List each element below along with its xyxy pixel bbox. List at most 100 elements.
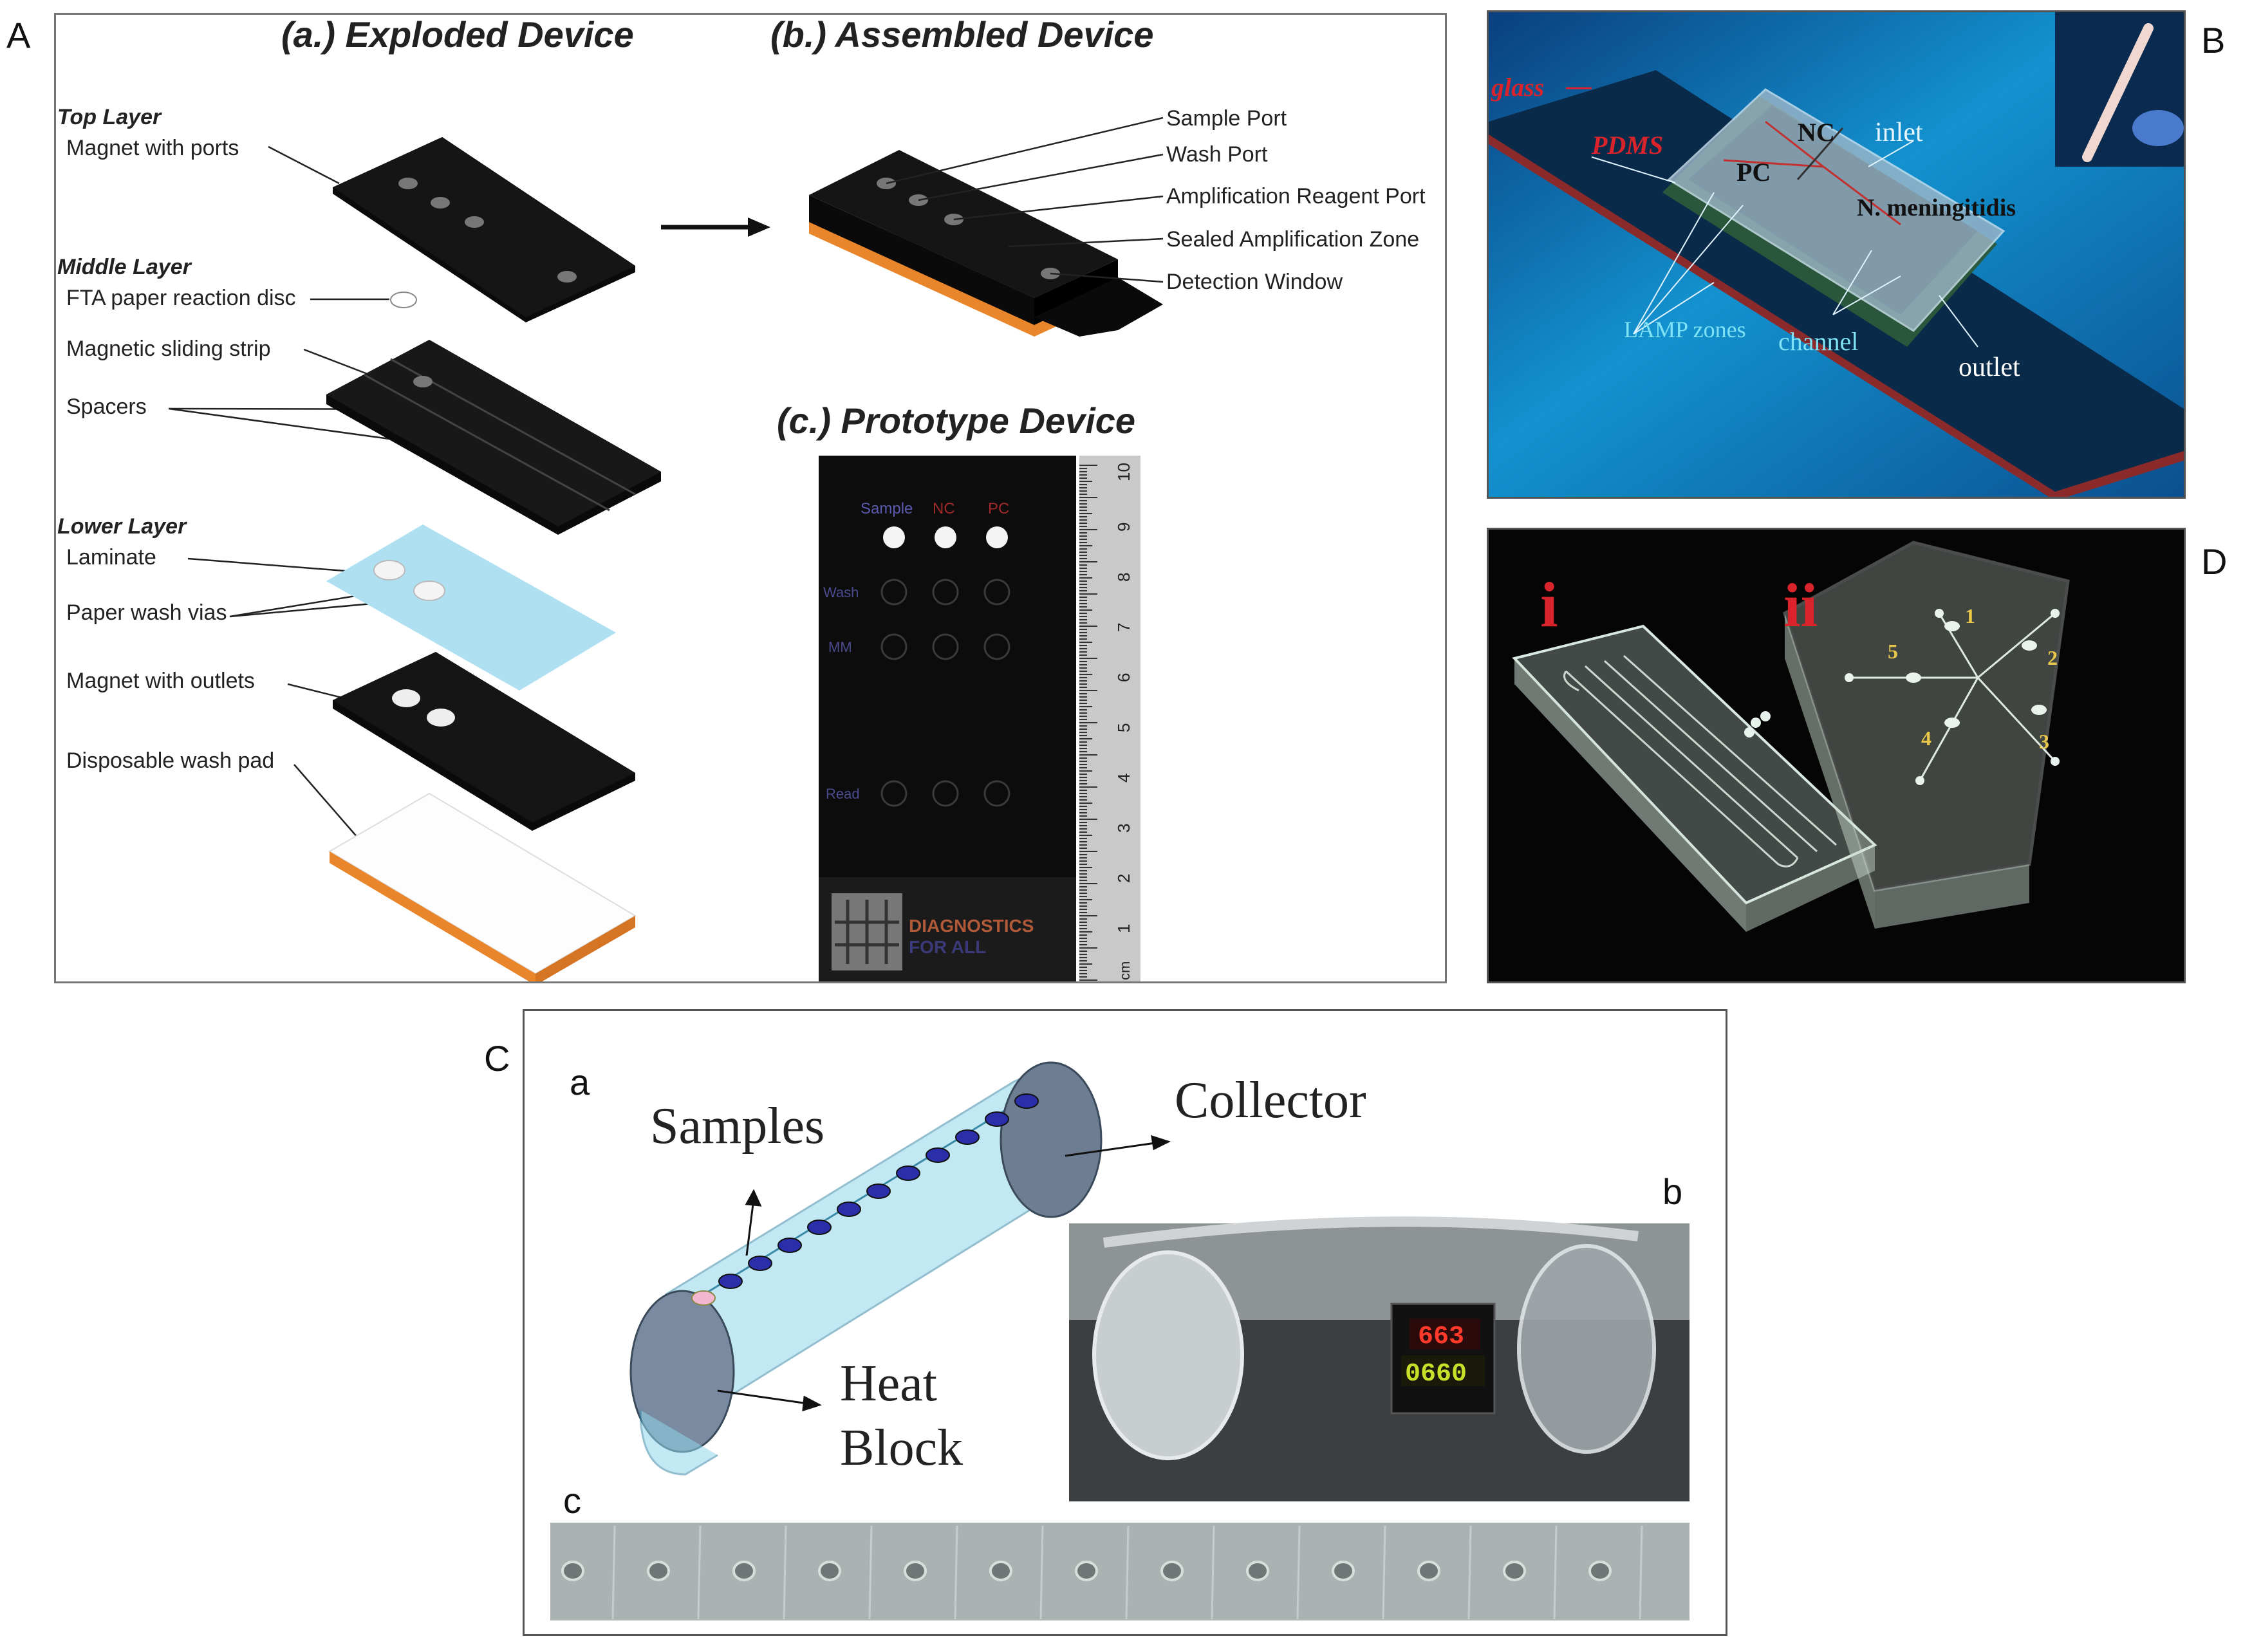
proto-read: Read	[826, 786, 860, 802]
panel-label-c: C	[484, 1038, 510, 1079]
lower-magnet-plate	[333, 652, 635, 831]
panel-a-frame: (a.) Exploded Device (b.) Assembled Devi…	[54, 13, 1447, 983]
d-i: i	[1540, 569, 1558, 640]
photo-b: 663 0660	[1069, 1216, 1689, 1501]
strip-divider	[1639, 1525, 1643, 1620]
d-num-4: 4	[1921, 727, 1931, 750]
b-lamp: LAMP zones	[1624, 317, 1746, 342]
panel-label-d: D	[2201, 541, 2228, 582]
label-detection-window: Detection Window	[1166, 270, 1343, 294]
sample-well	[718, 1274, 743, 1289]
title-prototype: (c.) Prototype Device	[777, 400, 1135, 441]
strip-divider	[1125, 1525, 1130, 1620]
assembly-arrow	[661, 218, 770, 237]
label-middle-layer: Middle Layer	[57, 255, 192, 279]
panel-b-leaders	[1591, 140, 1978, 348]
strip-well	[1503, 1561, 1526, 1581]
ruler-tick-label: 2	[1114, 874, 1133, 883]
c-b: b	[1662, 1171, 1682, 1212]
ruler-tick-label: 8	[1114, 573, 1133, 582]
label-wash-pad: Disposable wash pad	[66, 748, 274, 773]
sample-well	[985, 1111, 1009, 1127]
proto-pc: PC	[988, 500, 1009, 517]
pdms-chip	[1662, 88, 2006, 347]
middle-strip-layer	[326, 340, 661, 535]
ruler-tick-label: 7	[1114, 623, 1133, 632]
label-wash-port: Wash Port	[1166, 142, 1268, 167]
b-channel: channel	[1778, 327, 1858, 356]
strip-divider	[1467, 1525, 1472, 1620]
strip-well	[904, 1561, 927, 1581]
sample-wells	[718, 1093, 1039, 1289]
label-lower-layer: Lower Layer	[57, 514, 187, 539]
ruler-tick-label: 5	[1114, 723, 1133, 732]
strip-well	[561, 1561, 584, 1581]
strip-divider	[1039, 1525, 1044, 1620]
sample-well	[896, 1165, 920, 1181]
label-laminate: Laminate	[66, 545, 156, 570]
sample-well	[748, 1256, 772, 1271]
label-fta-disc: FTA paper reaction disc	[66, 286, 296, 310]
strip-well	[818, 1561, 841, 1581]
sample-well	[807, 1220, 832, 1235]
sample-well	[866, 1183, 891, 1199]
panel-label-a: A	[6, 15, 31, 55]
proto-brand-2: FOR ALL	[909, 937, 986, 957]
panel-label-b: B	[2201, 20, 2226, 60]
label-top-layer: Top Layer	[57, 105, 162, 129]
c-heat: Heat	[840, 1355, 937, 1412]
display-bottom: 0660	[1405, 1360, 1467, 1389]
proto-nc: NC	[933, 500, 955, 517]
d-num-5: 5	[1888, 640, 1898, 663]
c-collector: Collector	[1175, 1072, 1366, 1129]
panel-c-frame: a b c Samples Collector Heat Block 663 0…	[523, 1009, 1727, 1636]
panel-d-frame: i ii 1 2 3 4 5	[1487, 528, 2186, 983]
title-exploded: (a.) Exploded Device	[281, 15, 634, 55]
c-a: a	[570, 1062, 590, 1102]
proto-brand-1: DIAGNOSTICS	[909, 916, 1034, 936]
ruler-tick-label: 10	[1114, 463, 1133, 481]
strip-well	[647, 1561, 670, 1581]
strip-divider	[1382, 1525, 1386, 1620]
ruler-tick-label: 6	[1114, 673, 1133, 682]
sample-strip	[550, 1523, 1689, 1620]
label-sliding-strip: Magnetic sliding strip	[66, 337, 270, 361]
strip-divider	[611, 1525, 616, 1620]
d-num-1: 1	[1965, 604, 1975, 627]
label-magnet-ports: Magnet with ports	[66, 136, 239, 160]
strip-well	[1332, 1561, 1355, 1581]
label-sample-port: Sample Port	[1166, 106, 1287, 131]
sample-well	[955, 1129, 980, 1145]
panel-c-diagram: a b c Samples Collector Heat Block 663 0…	[550, 1061, 1689, 1620]
label-magnet-outlets: Magnet with outlets	[66, 669, 255, 693]
strip-divider	[1296, 1525, 1301, 1620]
top-magnet-plate	[333, 137, 635, 322]
strip-divider	[954, 1525, 958, 1620]
ruler-tick-label: 1	[1114, 924, 1133, 933]
fta-disc	[390, 292, 417, 308]
c-samples: Samples	[650, 1098, 824, 1155]
proto-wash: Wash	[823, 584, 859, 600]
strip-well	[1075, 1561, 1098, 1581]
panel-d-diagram: i ii 1 2 3 4 5	[1489, 530, 2184, 981]
proto-sample: Sample	[861, 500, 913, 517]
belt-model	[629, 1061, 1103, 1476]
proto-mm: MM	[828, 639, 852, 655]
strip-divider	[1211, 1525, 1215, 1620]
strip-divider	[1553, 1525, 1558, 1620]
display-top: 663	[1418, 1323, 1464, 1351]
sample-well	[837, 1202, 861, 1217]
b-pc: PC	[1736, 158, 1771, 187]
sample-well	[777, 1238, 802, 1253]
sample-well	[926, 1147, 950, 1163]
ruler-unit: cm	[1117, 961, 1133, 980]
strip-divider	[783, 1525, 787, 1620]
b-glass: glass	[1491, 73, 1544, 102]
chip-i	[1512, 624, 1877, 932]
sample-well	[1014, 1093, 1039, 1109]
c-block: Block	[840, 1420, 963, 1476]
ruler-tick-label: 3	[1114, 824, 1133, 833]
d-ii: ii	[1783, 571, 1818, 640]
wash-pad	[328, 792, 637, 981]
title-assembled: (b.) Assembled Device	[770, 15, 1153, 55]
